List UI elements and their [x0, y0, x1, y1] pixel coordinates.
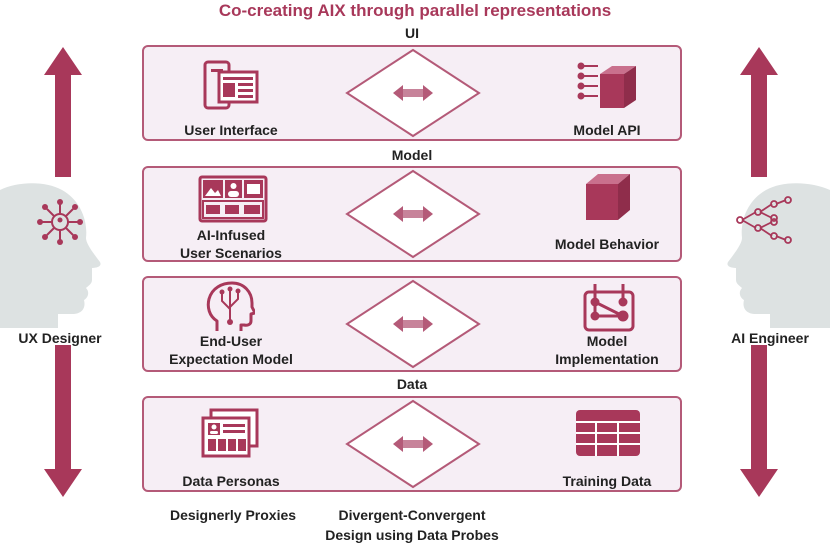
- actor-ai-engineer: AI Engineer: [731, 330, 809, 346]
- label-user-interface: User Interface: [184, 122, 278, 138]
- table-icon: [576, 410, 640, 456]
- label-end-user-line-2: Expectation Model: [169, 351, 293, 367]
- label-model-impl-line-2: Implementation: [555, 351, 659, 367]
- label-model-impl-line-1: Model: [586, 333, 628, 349]
- label-model-behavior: Model Behavior: [554, 236, 660, 252]
- diamond-connector-data: [345, 399, 481, 489]
- label-ai-infused-scenarios: AI-Infused User Scenarios: [160, 226, 302, 262]
- label-training-data: Training Data: [562, 473, 652, 489]
- api-cube-icon: [577, 62, 636, 108]
- label-end-user-expectation: End-User Expectation Model: [150, 332, 312, 368]
- ai-engineer-head-icon: [727, 183, 830, 328]
- diamond-connector-model-2: [345, 279, 481, 369]
- diamond-connector-model-1: [345, 169, 481, 259]
- pipeline-icon: [583, 284, 635, 332]
- ui-mockup-icon: [203, 60, 259, 110]
- label-model-implementation: Model Implementation: [540, 332, 674, 368]
- diamond-connector-ui: [345, 48, 481, 138]
- storyboard-icon: [198, 175, 268, 223]
- caption-divergent-line-2: Design using Data Probes: [325, 527, 499, 543]
- label-end-user-line-1: End-User: [199, 333, 263, 349]
- label-ai-infused-line-1: AI-Infused: [196, 227, 266, 243]
- caption-divergent-line-1: Divergent-Convergent: [338, 507, 486, 523]
- right-vertical-arrow: [740, 47, 778, 497]
- head-circuit-icon: [206, 281, 255, 331]
- cube-icon: [586, 174, 630, 220]
- actor-ux-designer: UX Designer: [18, 330, 102, 346]
- layer-label-ui: UI: [405, 25, 419, 41]
- layer-label-model: Model: [391, 147, 433, 163]
- caption-designerly-proxies: Designerly Proxies: [169, 507, 297, 523]
- caption-divergent-convergent: Divergent-Convergent Design using Data P…: [302, 505, 522, 545]
- persona-cards-icon: [201, 408, 259, 458]
- diagram-title: Co-creating AIX through parallel represe…: [218, 1, 612, 20]
- layer-label-data: Data: [396, 376, 428, 392]
- label-ai-infused-line-2: User Scenarios: [180, 245, 282, 261]
- label-data-personas: Data Personas: [182, 473, 280, 489]
- left-vertical-arrow: [44, 47, 82, 497]
- label-model-api: Model API: [573, 122, 641, 138]
- ux-designer-head-icon: [0, 183, 101, 328]
